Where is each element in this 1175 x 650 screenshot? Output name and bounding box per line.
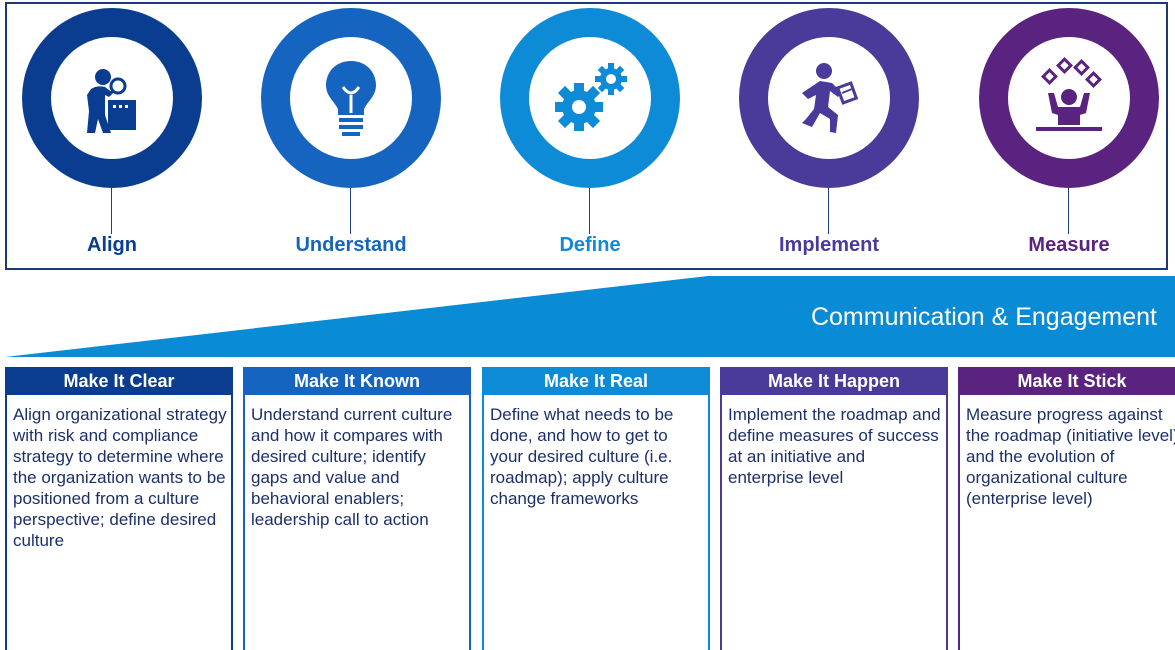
step-understand: Understand <box>261 8 441 263</box>
column-description: Understand current culture and how it co… <box>251 405 453 529</box>
step-connector <box>828 188 829 234</box>
step-connector <box>350 188 351 234</box>
column-header: Make It Stick <box>960 367 1175 395</box>
running-person-icon <box>802 63 859 133</box>
column-header: Make It Clear <box>7 367 231 395</box>
column-make-it-real: Make It Real Define what needs to be don… <box>482 367 710 650</box>
step-icon-circle <box>290 37 412 159</box>
step-implement: Implement <box>739 8 919 263</box>
column-description: Measure progress against the roadmap (in… <box>966 405 1175 508</box>
column-description: Implement the roadmap and define measure… <box>728 405 941 487</box>
step-align: Align <box>22 8 202 263</box>
step-label: Measure <box>1028 234 1110 256</box>
column-description: Align organizational strategy with risk … <box>13 405 227 550</box>
step-label: Align <box>87 234 137 256</box>
column-make-it-happen: Make It Happen Implement the roadmap and… <box>720 367 948 650</box>
communication-wedge <box>5 276 1175 357</box>
column-make-it-clear: Make It Clear Align organizational strat… <box>5 367 233 650</box>
lightbulb-icon <box>326 61 376 136</box>
step-label: Define <box>559 234 621 256</box>
column-make-it-known: Make It Known Understand current culture… <box>243 367 471 650</box>
step-icon-circle <box>529 37 651 159</box>
column-header: Make It Known <box>245 367 469 395</box>
step-label: Understand <box>295 234 407 256</box>
step-icon-circle <box>768 37 890 159</box>
inspector-magnifier-icon <box>87 69 136 133</box>
step-label: Implement <box>778 234 880 256</box>
step-measure: Measure <box>979 8 1159 263</box>
column-make-it-stick: Make It Stick Measure progress against t… <box>958 367 1175 650</box>
communication-label: Communication & Engagement <box>810 303 1157 331</box>
communication-banner <box>5 276 1175 357</box>
juggling-person-icon <box>1036 57 1102 131</box>
column-header: Make It Happen <box>722 367 946 395</box>
gears-icon <box>555 63 627 131</box>
column-description: Define what needs to be done, and how to… <box>490 405 674 508</box>
phases-frame <box>5 2 1168 270</box>
step-define: Define <box>500 8 680 263</box>
step-connector <box>1068 188 1069 234</box>
step-connector <box>589 188 590 234</box>
column-header: Make It Real <box>484 367 708 395</box>
step-icon-circle <box>1008 37 1130 159</box>
step-connector <box>111 188 112 234</box>
step-icon-circle <box>51 37 173 159</box>
